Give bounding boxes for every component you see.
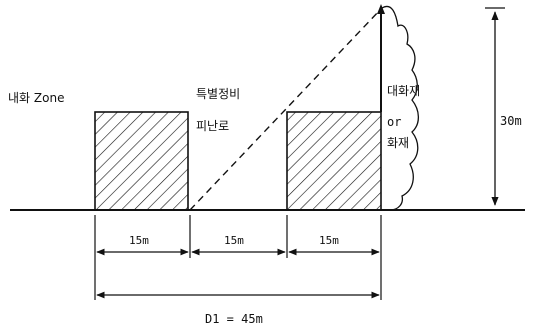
fire-cloud-outline bbox=[381, 5, 420, 211]
width-label-middle: 15m bbox=[224, 234, 244, 247]
or-label: or bbox=[387, 115, 401, 129]
left-building bbox=[94, 111, 189, 211]
total-distance-label: D1 = 45m bbox=[205, 312, 263, 326]
right-building bbox=[286, 111, 382, 211]
width-label-left: 15m bbox=[129, 234, 149, 247]
pole-tip bbox=[377, 4, 385, 14]
special-equipment-label: 특별정비 bbox=[196, 87, 240, 101]
width-label-right: 15m bbox=[319, 234, 339, 247]
major-fire-label: 대화재 bbox=[387, 84, 420, 98]
fire-resistance-zone-label: 내화 Zone bbox=[8, 91, 64, 105]
fire-label: 화재 bbox=[387, 136, 409, 150]
evacuation-route-label: 피난로 bbox=[196, 119, 229, 133]
dashed-sight-line bbox=[189, 9, 381, 211]
height-label: 30m bbox=[500, 114, 522, 128]
